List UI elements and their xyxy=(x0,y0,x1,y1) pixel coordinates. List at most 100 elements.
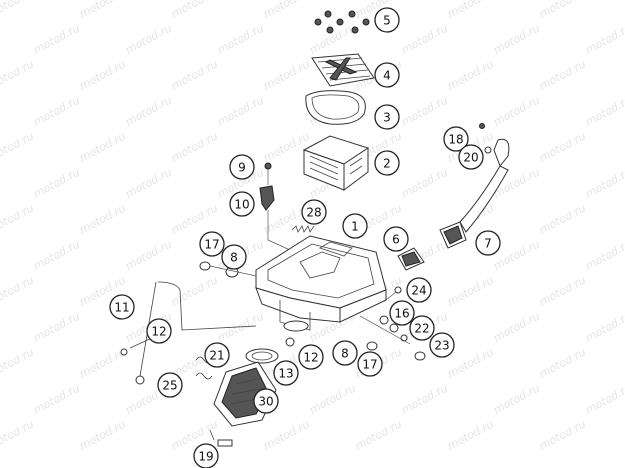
callout-c17b: 17 xyxy=(357,351,383,377)
watermark-text: motod.ru xyxy=(537,57,588,92)
callout-circle xyxy=(443,126,469,152)
callout-c13: 13 xyxy=(273,360,299,386)
callout-c8a: 8 xyxy=(221,244,247,270)
callout-circle xyxy=(374,104,400,130)
watermark-text: motod.ru xyxy=(31,21,82,56)
callout-circle xyxy=(204,342,230,368)
watermark-text: motod.ru xyxy=(445,0,496,21)
callout-circle xyxy=(389,300,415,326)
watermark-text: motod.ru xyxy=(123,93,174,128)
callout-c19: 19 xyxy=(193,443,219,468)
part-2-filter-element xyxy=(302,135,370,191)
watermark-text: motod.ru xyxy=(215,93,266,128)
callout-circle xyxy=(374,62,400,88)
watermark-text: motod.ru xyxy=(77,201,128,236)
watermark-text: motod.ru xyxy=(77,417,128,452)
watermark-text: motod.ru xyxy=(583,21,625,56)
callout-circle xyxy=(221,244,247,270)
watermark-text: motod.ru xyxy=(123,237,174,272)
watermark-text: motod.ru xyxy=(261,417,312,452)
callout-c21: 21 xyxy=(204,342,230,368)
callout-number: 12 xyxy=(303,351,318,365)
callout-number: 10 xyxy=(234,198,249,212)
watermark-text: motod.ru xyxy=(537,345,588,380)
callout-c6: 6 xyxy=(383,226,409,252)
watermark-text: motod.ru xyxy=(261,57,312,92)
watermark-text: motod.ru xyxy=(0,0,36,21)
watermark-text: motod.ru xyxy=(31,237,82,272)
callout-c4: 4 xyxy=(374,62,400,88)
watermark-text: motod.ru xyxy=(445,273,496,308)
callout-number: 20 xyxy=(463,151,478,165)
callout-number: 9 xyxy=(238,161,246,175)
callout-circle xyxy=(157,372,183,398)
callout-number: 7 xyxy=(484,237,492,251)
callout-number: 28 xyxy=(306,206,321,220)
callout-number: 19 xyxy=(198,450,213,464)
callout-c28: 28 xyxy=(301,199,327,225)
callout-c17a: 17 xyxy=(199,231,225,257)
part-18-20-fasteners xyxy=(479,123,492,154)
callout-circle xyxy=(273,360,299,386)
callout-circle xyxy=(374,150,400,176)
callout-circle xyxy=(406,277,432,303)
watermark-text: motod.ru xyxy=(399,93,450,128)
callout-circle xyxy=(109,294,135,320)
part-3-gasket xyxy=(305,90,366,125)
watermark-text: motod.ru xyxy=(537,129,588,164)
watermark-text: motod.ru xyxy=(491,93,542,128)
watermark-text: motod.ru xyxy=(399,165,450,200)
callout-number: 18 xyxy=(448,133,463,147)
watermark-text: motod.ru xyxy=(537,0,588,21)
callout-c12b: 12 xyxy=(298,344,324,370)
watermark-text: motod.ru xyxy=(169,0,220,21)
watermark-text: motod.ru xyxy=(537,201,588,236)
callout-circle xyxy=(193,443,219,468)
callout-number: 22 xyxy=(414,322,429,336)
callout-circle xyxy=(429,332,455,358)
callout-c10: 10 xyxy=(229,191,255,217)
callout-c25: 25 xyxy=(157,372,183,398)
callout-number: 24 xyxy=(411,284,426,298)
callout-circle xyxy=(253,388,279,414)
watermark-text: motod.ru xyxy=(399,381,450,416)
callout-circle xyxy=(199,231,225,257)
callout-number: 8 xyxy=(341,347,349,361)
watermark-text: motod.ru xyxy=(169,273,220,308)
callout-c11: 11 xyxy=(109,294,135,320)
callout-circle xyxy=(146,318,172,344)
callout-number: 8 xyxy=(230,251,238,265)
callout-number: 25 xyxy=(162,379,177,393)
callout-c23: 23 xyxy=(429,332,455,358)
callout-number: 21 xyxy=(209,349,224,363)
callout-circle xyxy=(475,230,501,256)
callout-circle xyxy=(229,191,255,217)
watermark-text: motod.ru xyxy=(77,0,128,21)
callout-c18: 18 xyxy=(443,126,469,152)
watermark-text: motod.ru xyxy=(31,309,82,344)
watermark-text: motod.ru xyxy=(77,129,128,164)
callout-circle xyxy=(301,199,327,225)
watermark-text: motod.ru xyxy=(123,165,174,200)
watermark-text: motod.ru xyxy=(0,201,36,236)
callout-c2: 2 xyxy=(374,150,400,176)
callout-c1: 1 xyxy=(342,213,368,239)
watermark-text: motod.ru xyxy=(537,417,588,452)
callout-c12a: 12 xyxy=(146,318,172,344)
watermark-text: motod.ru xyxy=(583,309,625,344)
callout-number: 16 xyxy=(394,307,409,321)
watermark-text: motod.ru xyxy=(31,165,82,200)
callout-number: 6 xyxy=(392,233,400,247)
part-5-nuts xyxy=(314,10,370,34)
callout-number: 11 xyxy=(114,301,129,315)
watermark-text: motod.ru xyxy=(0,345,36,380)
watermark-text: motod.ru xyxy=(445,417,496,452)
watermark-text: motod.ru xyxy=(0,273,36,308)
callout-circle xyxy=(332,340,358,366)
watermark-text: motod.ru xyxy=(583,165,625,200)
watermark-text: motod.ru xyxy=(31,93,82,128)
watermark-text: motod.ru xyxy=(491,21,542,56)
callout-c3: 3 xyxy=(374,104,400,130)
